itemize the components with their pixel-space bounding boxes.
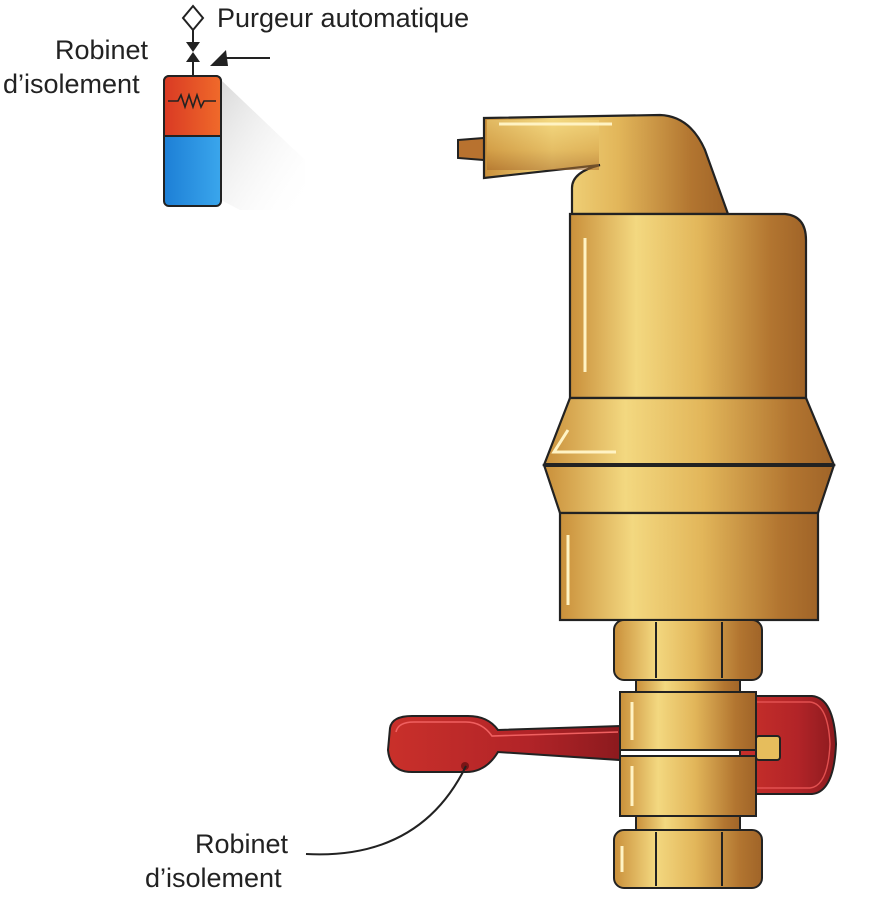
vent-cylinder (568, 212, 808, 400)
schematic-valve-label-line1: Robinet (55, 35, 149, 65)
tank-heater-symbol (163, 75, 222, 207)
valve-bowtie-symbol (186, 42, 200, 62)
vent-nozzle (457, 136, 485, 162)
lower-hex-nut (613, 829, 763, 889)
air-vent-body (386, 113, 838, 889)
vent-collar-upper (542, 396, 836, 467)
vent-lower-body (558, 511, 820, 622)
callout-valve-label-line2: d’isolement (145, 863, 282, 893)
schematic-valve-label-line2: d’isolement (3, 69, 140, 99)
schematic (163, 4, 305, 210)
callout-leader-line (305, 765, 467, 856)
valve-body (619, 691, 781, 817)
callout-valve-label-line1: Robinet (195, 829, 289, 859)
vent-collar-lower (542, 463, 836, 515)
tank-shadow (221, 80, 305, 210)
pointer-arrow (210, 50, 270, 66)
upper-hex-nut (613, 619, 763, 681)
air-vent-label: Purgeur automatique (217, 3, 470, 33)
valve-handle (386, 695, 838, 795)
air-vent-diamond-symbol (181, 4, 205, 32)
